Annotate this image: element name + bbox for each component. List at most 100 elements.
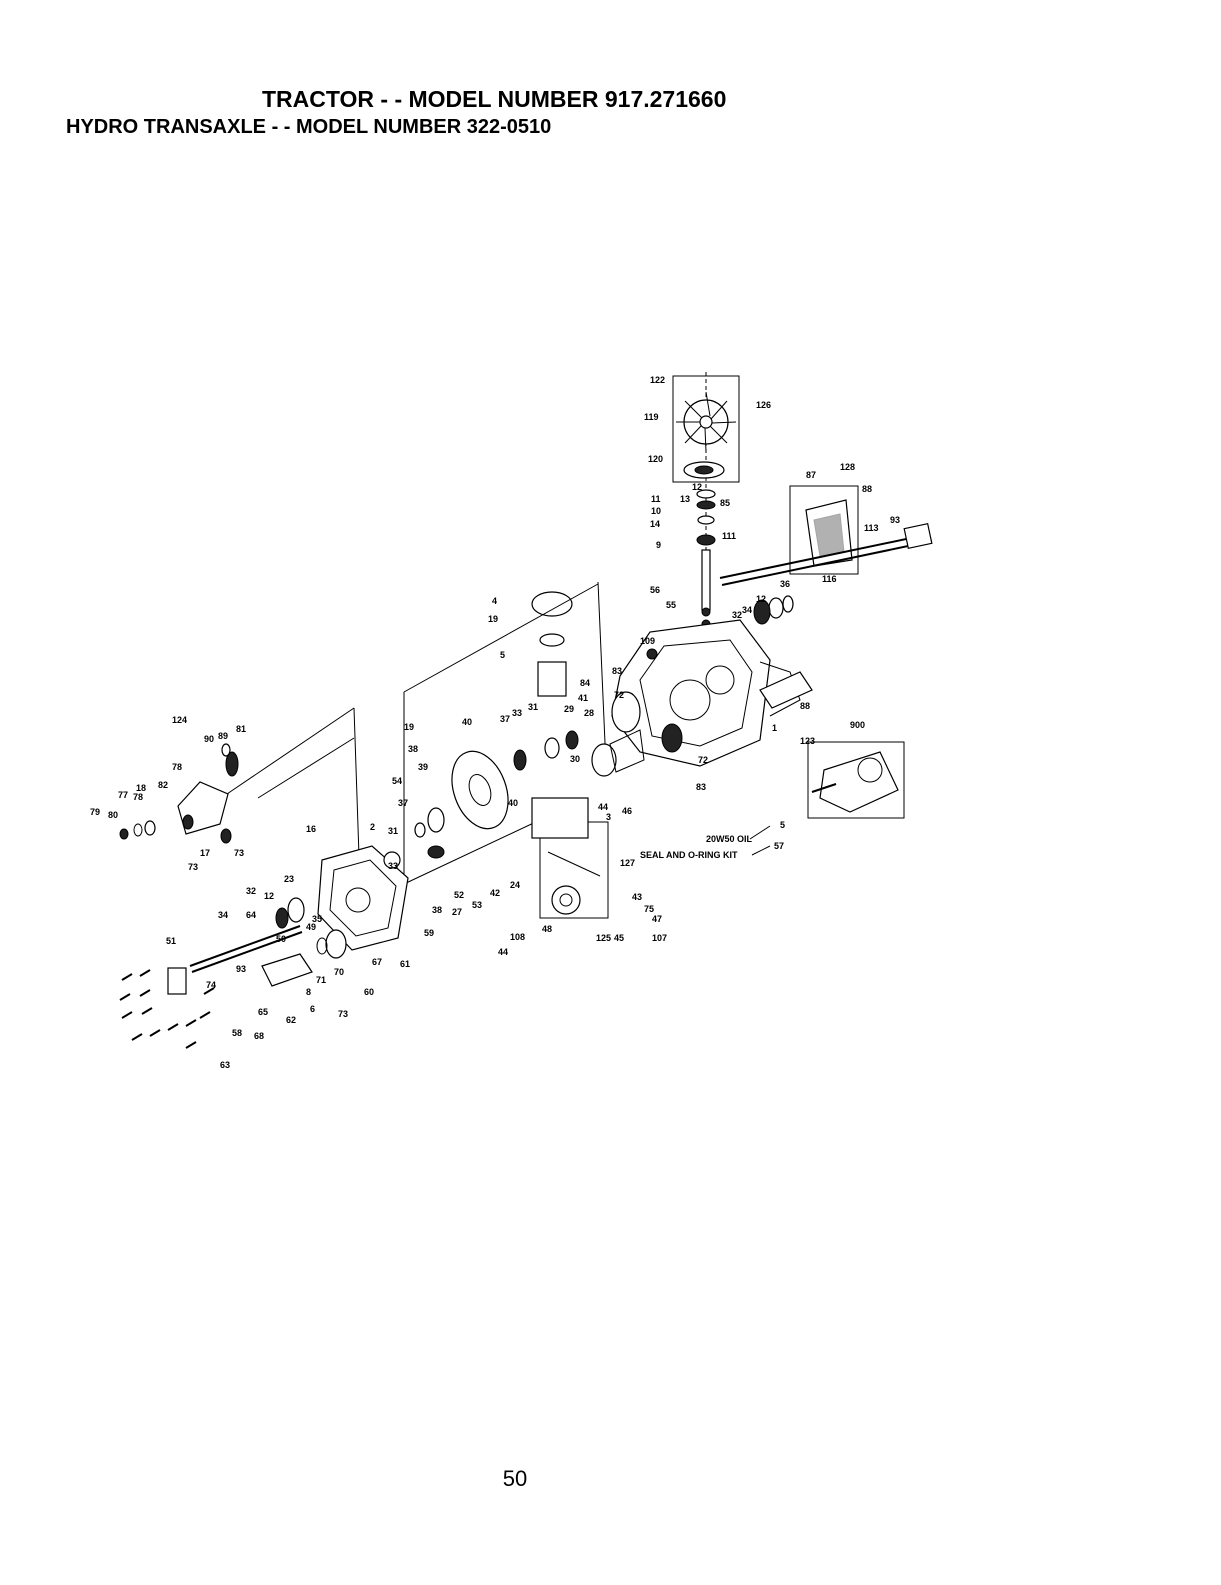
callout-label: 89 [218, 731, 228, 741]
callout-label: 34 [218, 910, 228, 920]
callout-label: 93 [890, 515, 900, 525]
callout-label: 77 [118, 790, 128, 800]
page-number: 50 [502, 1466, 528, 1491]
center-gear-train [414, 691, 683, 859]
brake-lever-group [119, 743, 239, 844]
callout-label: 34 [742, 605, 752, 615]
bolt-set [119, 969, 215, 1049]
callout-label: 38 [408, 744, 418, 754]
callout-label: 108 [510, 932, 525, 942]
callout-label: 16 [306, 824, 316, 834]
callout-label: 49 [306, 922, 316, 932]
callout-label: 32 [732, 610, 742, 620]
callout-label: 88 [800, 701, 810, 711]
bracket [759, 671, 813, 709]
callout-label: 122 [650, 375, 665, 385]
callout-label: 13 [680, 494, 690, 504]
callout-label: 120 [648, 454, 663, 464]
callout-label: 125 [596, 933, 611, 943]
callout-label: 8 [306, 987, 311, 997]
callout-label: 31 [388, 826, 398, 836]
callout-label: 36 [780, 579, 790, 589]
callout-label: 5 [500, 650, 505, 660]
callout-label: 71 [316, 975, 326, 985]
callout-label: 63 [220, 1060, 230, 1070]
callout-label: 45 [614, 933, 624, 943]
callout-label: 70 [334, 967, 344, 977]
callout-label: 18 [136, 783, 146, 793]
callout-label: 24 [510, 880, 520, 890]
callout-label: 81 [236, 724, 246, 734]
callout-label: 50 [276, 934, 286, 944]
callout-label: 44 [498, 947, 508, 957]
callout-label: 61 [400, 959, 410, 969]
callout-label: 74 [206, 980, 216, 990]
callout-label: 35 [312, 914, 322, 924]
callout-label: 40 [508, 798, 518, 808]
callout-label: 73 [234, 848, 244, 858]
right-axle-shaft [719, 523, 933, 625]
callout-label: 78 [172, 762, 182, 772]
callout-label: 128 [840, 462, 855, 472]
callout-label: 59 [424, 928, 434, 938]
callout-label: 48 [542, 924, 552, 934]
callout-label: 11 [651, 494, 661, 504]
callout-label: 62 [286, 1015, 296, 1025]
callout-label: 43 [632, 892, 642, 902]
callout-label: 30 [570, 754, 580, 764]
input-shaft-stack [696, 489, 716, 629]
callout-label: 4 [492, 596, 497, 606]
callout-label: 85 [720, 498, 730, 508]
callout-label: 83 [612, 666, 622, 676]
pump-assembly [403, 581, 607, 885]
callout-label: 47 [652, 914, 662, 924]
callout-label: 93 [236, 964, 246, 974]
callout-label: 116 [822, 574, 837, 584]
callout-label: 73 [188, 862, 198, 872]
callout-label: 88 [862, 484, 872, 494]
callout-label: 72 [614, 690, 624, 700]
callout-label: 38 [432, 905, 442, 915]
callout-label: 124 [172, 715, 187, 725]
callout-label: 40 [462, 717, 472, 727]
callout-label: 55 [666, 600, 676, 610]
callout-label: 19 [488, 614, 498, 624]
callout-label: 54 [392, 776, 402, 786]
callout-label: 9 [656, 540, 661, 550]
callout-label: 113 [864, 523, 879, 533]
callout-label: 5 [780, 820, 785, 830]
callout-label: 17 [200, 848, 210, 858]
callout-label: 29 [564, 704, 574, 714]
callout-label: 6 [310, 1004, 315, 1014]
callout-label: 57 [774, 841, 784, 851]
callout-label: 53 [472, 900, 482, 910]
page-subtitle: HYDRO TRANSAXLE - - MODEL NUMBER 322-051… [66, 116, 552, 138]
callout-label: 7 [0, 0, 5, 2]
callout-label: 68 [254, 1031, 264, 1041]
callout-label: 78 [133, 792, 143, 802]
assembled-unit-inset [807, 741, 905, 819]
callout-label: 67 [372, 957, 382, 967]
fan-pulley-inset [672, 372, 740, 570]
callout-label: 10 [651, 506, 661, 516]
callout-label: 60 [364, 987, 374, 997]
callout-label: 41 [578, 693, 588, 703]
callout-label: 109 [640, 636, 655, 646]
callout-label: 19 [404, 722, 414, 732]
callout-label: 123 [800, 736, 815, 746]
callout-label: 51 [166, 936, 176, 946]
callout-label: 84 [580, 678, 590, 688]
housing-left-half [223, 707, 409, 951]
callout-label: 2 [370, 822, 375, 832]
callout-label: 58 [232, 1028, 242, 1038]
callout-label: 75 [644, 904, 654, 914]
callout-label: 31 [528, 702, 538, 712]
callout-label: 87 [806, 470, 816, 480]
callout-label: 83 [696, 782, 706, 792]
callout-label: 127 [620, 858, 635, 868]
page-title: TRACTOR - - MODEL NUMBER 917.271660 [262, 86, 727, 112]
callout-label: 107 [652, 933, 667, 943]
callout-label: 3 [606, 812, 611, 822]
